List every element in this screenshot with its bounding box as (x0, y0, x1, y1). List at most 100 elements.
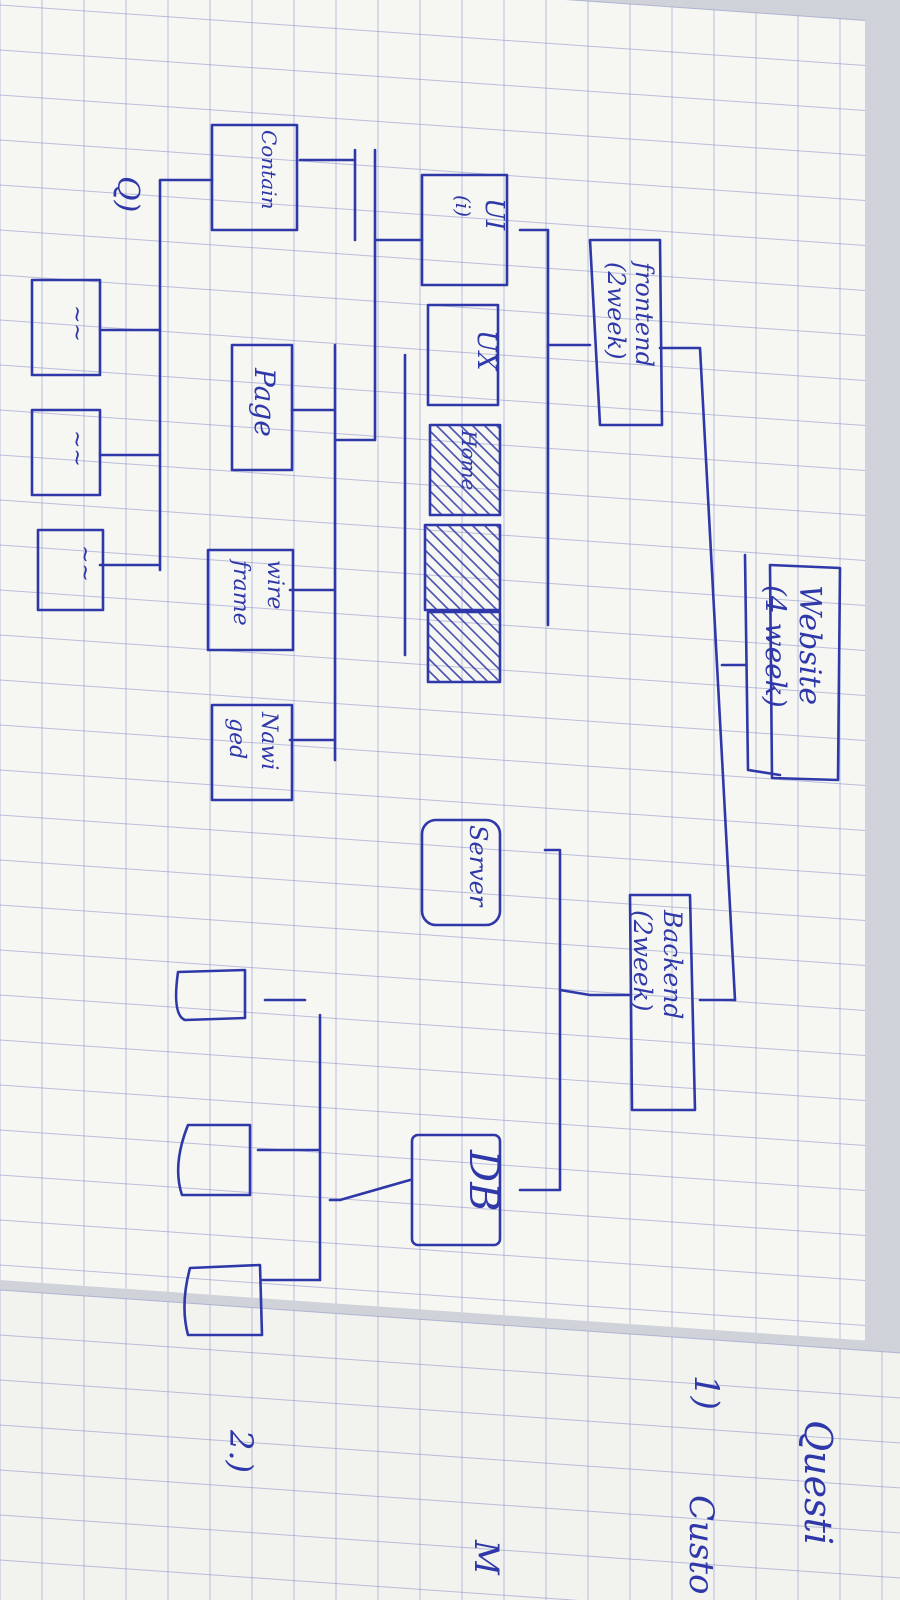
hatch-line (424, 561, 474, 611)
ui-sub: (i) (451, 195, 475, 217)
hatch-line (424, 597, 438, 611)
wireframe-label-2: frame (228, 558, 253, 626)
navigation-label: Nawi (256, 711, 281, 770)
backend-label: Backend (658, 909, 687, 1019)
node-ui: UI (i) (420, 173, 509, 287)
right-heading: Questi (796, 1420, 840, 1545)
hatch-line (435, 424, 501, 490)
server-label: Server (464, 825, 492, 908)
scribble-box-1: ~~ (30, 278, 102, 377)
contain-label: Contain (257, 130, 281, 209)
grid-line (0, 589, 865, 651)
hatch-line (429, 442, 501, 514)
hatch-line (465, 611, 501, 647)
hatch-line (429, 454, 491, 516)
frontend-label: frontend (630, 260, 658, 367)
grid-line (0, 499, 865, 561)
grid-line (0, 1039, 865, 1101)
hatch-line (424, 525, 501, 602)
website-duration: (4 week) (759, 585, 792, 708)
node-server: Server (420, 818, 502, 927)
hatch-line (471, 424, 501, 454)
scribble-box-3: ~~ (36, 528, 105, 612)
connector-ux (288, 343, 407, 762)
scribble-1: ~~ (64, 305, 89, 342)
grid-line (0, 1264, 865, 1326)
grid-line (0, 1129, 865, 1191)
node-wireframe: wire frame (206, 548, 295, 652)
grid-line (0, 859, 865, 921)
hatch-line (429, 611, 501, 683)
hatched-box-1 (423, 523, 502, 612)
hatch-line (429, 430, 501, 502)
hatch-line (427, 621, 489, 683)
hatch-line (429, 478, 467, 516)
grid (0, 1289, 900, 1600)
grid-line (0, 1084, 865, 1146)
grid-line (0, 4, 865, 66)
grid-line (0, 229, 865, 291)
hatched-box-2 (426, 610, 502, 684)
node-ux: UX (426, 303, 501, 407)
hatch-line (424, 549, 486, 611)
connector-contain (98, 178, 214, 572)
hatch-line (424, 573, 462, 611)
connector-frontend (518, 228, 592, 627)
hatch-line (471, 524, 501, 554)
grid-line (0, 1469, 900, 1534)
grid-line (0, 1289, 900, 1354)
node-contain: Contain (210, 123, 299, 232)
scribble-3: ~~ (72, 545, 97, 582)
hatch-line (477, 611, 501, 635)
website-label: Website (792, 585, 827, 705)
grid-line (0, 49, 865, 111)
hatch-line (429, 502, 443, 516)
grid-line (0, 994, 865, 1056)
navigation-label-2: ged (224, 718, 249, 759)
hatch-line (427, 669, 441, 683)
empty-box-3 (183, 1263, 264, 1337)
node-page: Page (230, 343, 294, 472)
hatch-line (427, 657, 453, 683)
db-label: DB (460, 1149, 506, 1211)
grid-line (0, 409, 865, 471)
hatch-line (435, 524, 501, 590)
grid-line (0, 454, 865, 516)
hatch-line (424, 537, 498, 611)
grid-line (0, 1334, 900, 1399)
empty-box-1 (174, 968, 247, 1022)
hatch-line (427, 633, 477, 683)
page-label: Page (248, 367, 281, 437)
hatch-line (495, 524, 501, 530)
scribble-box-2: ~~ (30, 408, 102, 497)
item-1-number: 1) (686, 1375, 726, 1410)
empty-box-2 (176, 1123, 252, 1197)
grid-line (0, 544, 865, 606)
hatch-line (495, 424, 501, 430)
grid-line (0, 1559, 900, 1600)
ui-label: UI (479, 198, 509, 231)
hatch-line (427, 645, 465, 683)
node-backend: Backend (2week) (628, 893, 697, 1112)
frontend-duration: (2week) (602, 262, 630, 360)
grid-line (0, 1514, 900, 1579)
node-home: Home (428, 423, 502, 517)
grid-line (0, 94, 865, 156)
wireframe-label: wire (262, 560, 287, 609)
backend-duration: (2week) (628, 910, 657, 1012)
hatch-line (429, 466, 479, 516)
grid-line (0, 724, 865, 786)
connector-backend (256, 848, 632, 1282)
grid-line (0, 1174, 865, 1236)
grid-line (0, 1424, 900, 1489)
grid-line (0, 814, 865, 876)
second-page (0, 1289, 900, 1600)
home-label: Home (457, 429, 481, 490)
hatch-line (483, 524, 501, 542)
connector-website (658, 346, 747, 1002)
node-db: DB (410, 1133, 506, 1247)
hatch-line (424, 585, 450, 611)
grid-line (0, 904, 865, 966)
cut-letter: M (466, 1539, 506, 1576)
